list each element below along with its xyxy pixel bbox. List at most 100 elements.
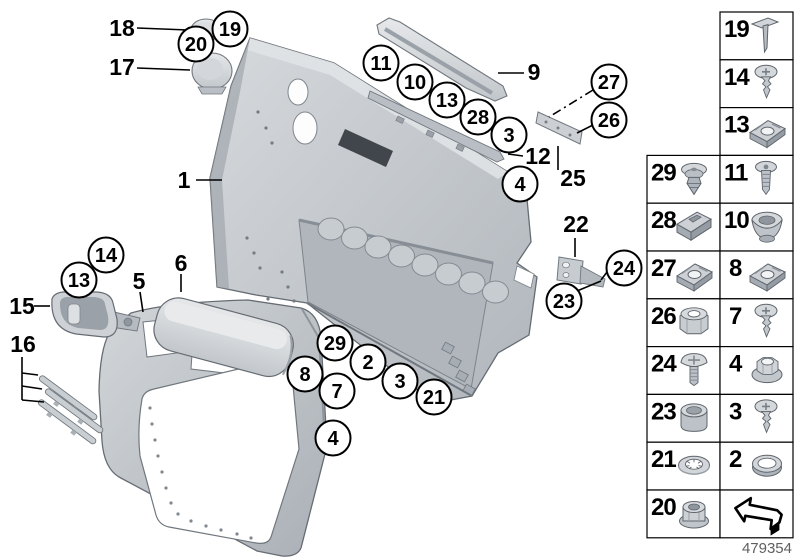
callout-number: 3 (394, 371, 405, 393)
legend-cell-23[interactable]: 23 (646, 393, 721, 443)
callout-number: 19 (219, 19, 241, 41)
callout-number: 13 (68, 270, 90, 292)
leader-line (21, 372, 39, 376)
legend-number: 2 (729, 446, 742, 473)
legend-number: 24 (651, 351, 677, 378)
callout-13[interactable]: 13 (428, 81, 466, 119)
part-label-25: 25 (560, 165, 586, 191)
callout-29[interactable]: 29 (316, 324, 354, 362)
callout-3[interactable]: 3 (490, 116, 528, 154)
rim-dots (148, 406, 253, 540)
legend-number: 7 (729, 303, 742, 330)
hex-nut-icon (679, 307, 709, 335)
callout-number: 4 (514, 174, 526, 196)
legend-number: 11 (724, 159, 748, 186)
part-label-16: 16 (10, 331, 36, 357)
part-label-15: 15 (9, 293, 35, 319)
callout-4[interactable]: 4 (314, 419, 352, 457)
legend-cell-14[interactable]: 14 (719, 59, 794, 109)
callout-24[interactable]: 24 (605, 249, 643, 287)
bushing-icon (680, 403, 708, 432)
legend-cell-29[interactable]: 29 (646, 154, 721, 204)
callout-7[interactable]: 7 (318, 372, 356, 410)
callout-13[interactable]: 13 (60, 261, 98, 299)
legend-number: 21 (651, 446, 676, 473)
callout-27[interactable]: 27 (590, 63, 628, 101)
legend-cell-24[interactable]: 24 (646, 346, 721, 396)
legend-cell-26[interactable]: 26 (646, 298, 721, 348)
leader-line (548, 89, 594, 118)
legend-cell-11[interactable]: 11 (719, 154, 794, 204)
map-pocket-bumps (317, 217, 509, 304)
legend-number: 14 (724, 64, 750, 91)
callout-number: 2 (362, 352, 373, 374)
legend-cell-27[interactable]: 27 (646, 250, 721, 300)
callout-number: 27 (598, 72, 620, 94)
legend-number: 13 (724, 112, 749, 139)
callout-3[interactable]: 3 (381, 362, 419, 400)
callout-21[interactable]: 21 (415, 378, 453, 416)
callout-28[interactable]: 28 (459, 98, 497, 136)
door-panel-carrier (209, 37, 538, 404)
speaker-hole (292, 111, 318, 145)
legend-cell-10[interactable]: 10 (719, 202, 794, 252)
part-label-18: 18 (109, 15, 135, 41)
armrest-pad (153, 297, 294, 378)
leader-line (576, 280, 602, 292)
callout-11[interactable]: 11 (362, 44, 400, 82)
legend-cell-2[interactable]: 2 (719, 441, 794, 491)
legend-number: 29 (651, 159, 676, 186)
legend-number: 28 (651, 207, 676, 234)
callout-23[interactable]: 23 (545, 282, 583, 320)
callout-26[interactable]: 26 (590, 101, 628, 139)
callout-10[interactable]: 10 (396, 63, 434, 101)
callout-number: 23 (553, 291, 575, 313)
cover-cap-large (191, 52, 233, 95)
legend-number: 8 (729, 255, 742, 282)
callout-number: 26 (598, 110, 620, 132)
callout-4[interactable]: 4 (501, 165, 539, 203)
legend-number: 23 (651, 398, 676, 425)
lock-nut-icon (679, 501, 709, 529)
legend-cell-8[interactable]: 8 (719, 250, 794, 300)
callout-number: 14 (95, 245, 118, 267)
legend-table: 29 28 27 26 24 23 21 20 19 14 13 11 10 8 7 43 2 (646, 11, 794, 539)
callout-number: 8 (299, 364, 310, 386)
legend-cell-4[interactable]: 4 (719, 346, 794, 396)
legend-cell-ref-arrow[interactable] (719, 489, 794, 539)
switch-cutout (338, 129, 393, 167)
legend-cell-19[interactable]: 19 (719, 11, 794, 61)
callout-number: 7 (331, 381, 342, 403)
legend-cell-3[interactable]: 3 (719, 393, 794, 443)
legend-cell-7[interactable]: 7 (719, 298, 794, 348)
door-handle-trim (51, 291, 141, 338)
part-label-12: 12 (525, 143, 551, 169)
legend-number: 20 (651, 494, 676, 521)
callout-number: 11 (370, 53, 391, 75)
figure-number: 479354 (741, 540, 792, 557)
legend-cell-21[interactable]: 21 (646, 441, 721, 491)
callout-number: 29 (324, 333, 346, 355)
legend-number: 26 (651, 303, 676, 330)
legend-cell-20[interactable]: 20 (646, 489, 721, 539)
flat-bracket (535, 111, 583, 145)
legend-cell-13[interactable]: 13 (719, 106, 794, 156)
leader-line (139, 291, 144, 313)
callout-2[interactable]: 2 (349, 343, 387, 381)
legend-number: 19 (724, 16, 749, 43)
legend-number: 10 (724, 207, 749, 234)
callout-number: 28 (467, 107, 489, 129)
callout-19[interactable]: 19 (211, 10, 249, 48)
callout-20[interactable]: 20 (177, 25, 215, 63)
small-bracket (556, 256, 606, 288)
leader-line (600, 271, 608, 281)
leader-lines-layer (21, 27, 608, 403)
callout-14[interactable]: 14 (87, 236, 125, 274)
legend-cell-28[interactable]: 28 (646, 202, 721, 252)
callout-number: 3 (503, 125, 514, 147)
callout-8[interactable]: 8 (286, 355, 324, 393)
mounting-strips (37, 375, 104, 445)
callout-number: 13 (436, 90, 458, 112)
